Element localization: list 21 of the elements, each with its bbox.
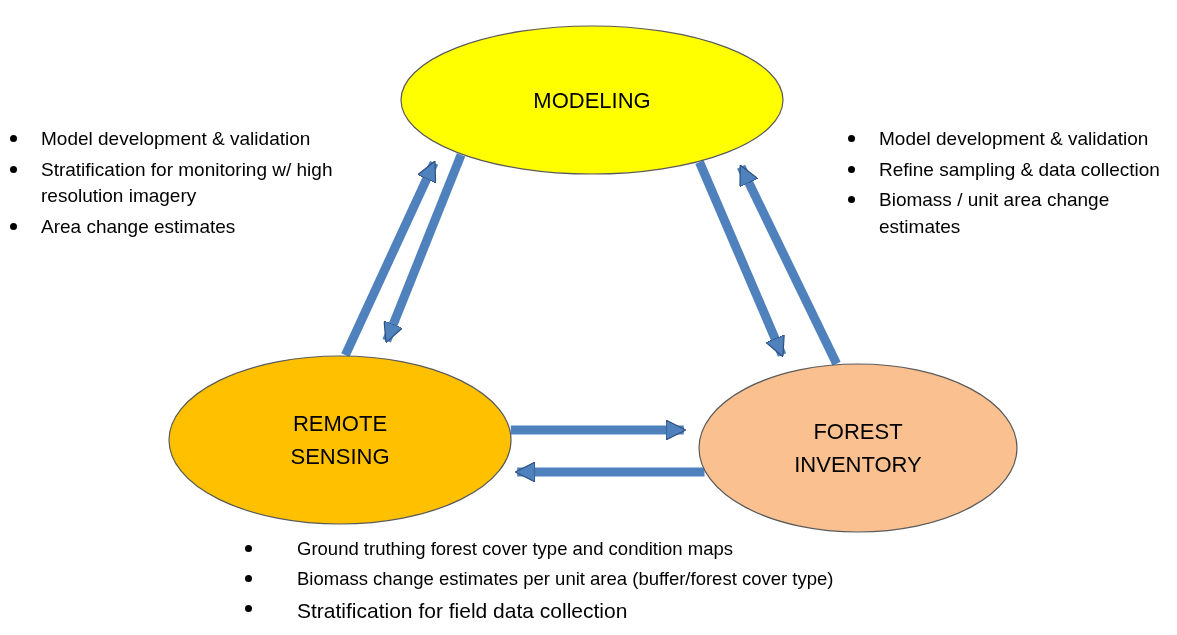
block-arrow — [382, 153, 466, 344]
ellipse-node — [168, 355, 512, 525]
bullet-text: Biomass / unit area change estimates — [879, 188, 1111, 239]
node-label: MODELING — [532, 86, 652, 115]
block-arrow — [695, 160, 787, 358]
bullet-text: Model development & validation — [879, 127, 1149, 151]
node-label: FOREST INVENTORY — [793, 418, 923, 479]
bullet-text: Ground truthing forest cover type and condition maps — [297, 537, 734, 561]
block-arrow — [514, 461, 705, 483]
ellipse-node — [400, 25, 784, 175]
bullet-text: Refine sampling & data collection — [879, 157, 1160, 182]
bullet-text: Model development & validation — [41, 127, 311, 151]
block-arrow — [341, 160, 439, 357]
node-label: REMOTE SENSING — [289, 410, 391, 471]
bullet-text: Stratification for field data collection — [297, 597, 628, 624]
bullet-text: Biomass change estimates per unit area (buffer/forest cover type) — [297, 566, 834, 591]
bullet-text: Stratification for monitoring w/ high resolution imagery — [41, 157, 334, 209]
block-arrow — [737, 164, 841, 366]
ellipse-node — [698, 363, 1018, 533]
bullet-text: Area change estimates — [41, 214, 236, 239]
block-arrow — [510, 419, 687, 441]
